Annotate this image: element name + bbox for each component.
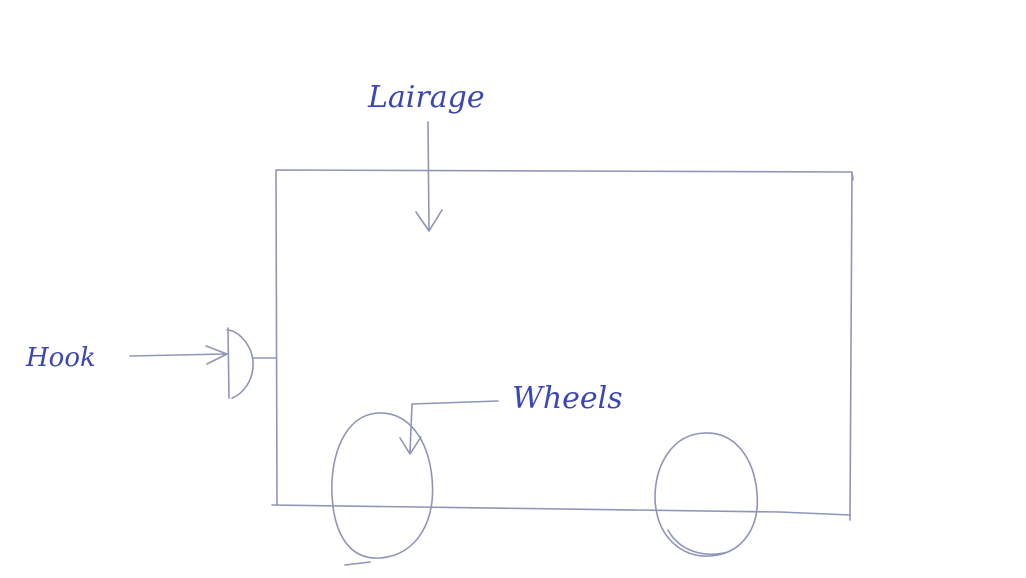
wheels-arrow: [399, 400, 499, 455]
hook-label: Hook: [25, 343, 96, 373]
carriage-body: [271, 169, 854, 521]
wheel-left: [331, 412, 434, 566]
wheels-label: Wheels: [512, 381, 623, 416]
carriage-label: Lairage: [367, 80, 485, 115]
carriage-arrow: [415, 121, 443, 232]
wheel-right: [654, 432, 759, 557]
hook: [226, 327, 277, 399]
hook-arrow: [129, 345, 228, 365]
